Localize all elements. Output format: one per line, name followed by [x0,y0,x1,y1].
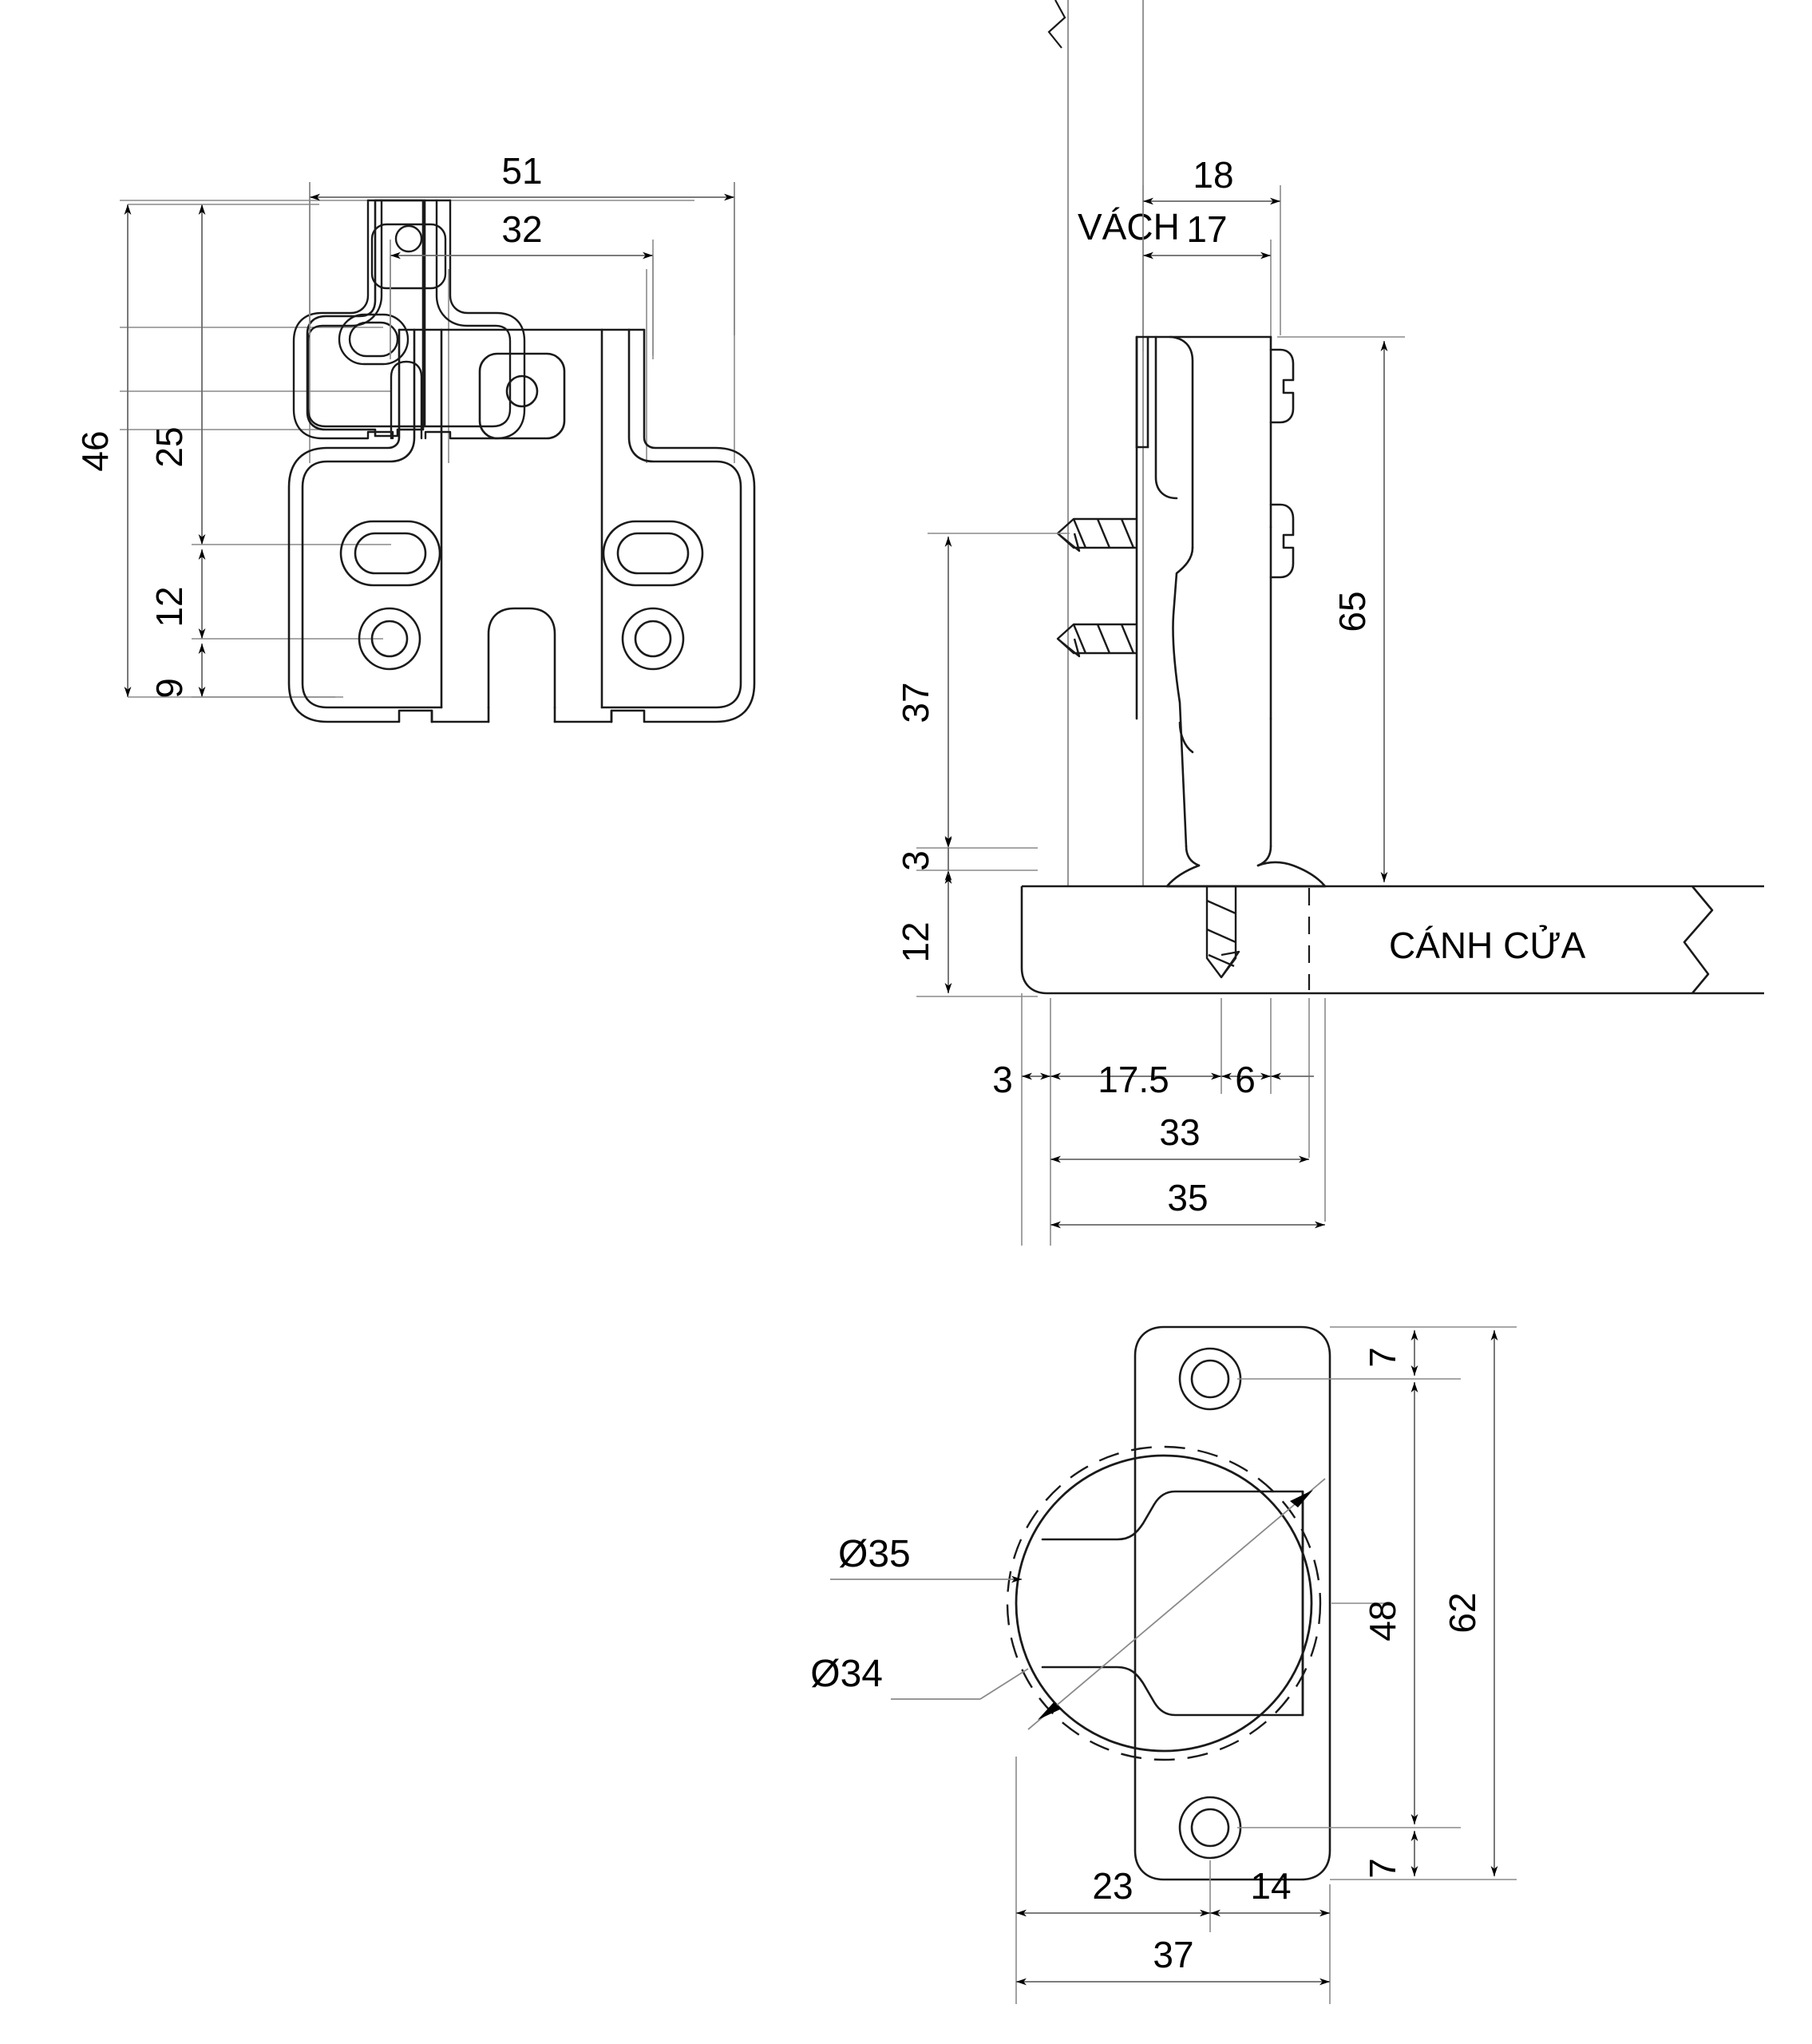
dim-48: 48 [1362,1382,1418,1824]
slot-left-outer [339,520,441,587]
hole-left-inner [370,620,409,658]
dim-37-bottom: 37 [1016,1934,1330,1986]
center-hole [505,374,539,408]
dim-37b-label: 37 [1153,1934,1193,1975]
dim-175-label: 17.5 [1098,1059,1169,1100]
dim-48-label: 48 [1362,1600,1403,1641]
dim-7-top: 7 [1362,1330,1418,1376]
dim-14: 14 [1210,1865,1330,1917]
cup-inner-profile [1041,1490,1304,1717]
dim-3-label: 3 [895,850,936,871]
dim-65: 65 [1277,336,1405,887]
view1-ext-lines [128,197,735,698]
door-screw [1205,886,1240,979]
dim-35-label: 35 [1167,1177,1208,1218]
door-label: CÁNH CỬA [1389,925,1586,966]
dim-37-label: 37 [895,682,936,723]
hole-left-outer [358,607,421,671]
dia-arrow-top [1290,1490,1313,1507]
dia-34-label: Ø34 [810,1653,883,1695]
slot-left-inner [354,532,427,575]
dim-37: 37 [895,533,1070,846]
dia-35: Ø35 [830,1533,1022,1583]
center-boss [478,352,566,440]
dim-51-label: 51 [501,150,542,192]
view3-ext-lines-right [1237,1326,1517,1880]
dim-17-5: 17.5 [1050,1059,1221,1100]
cup-circle-35 [1015,1454,1313,1753]
dia-arrow-bottom [1038,1702,1062,1720]
dim-3b-label: 3 [992,1059,1013,1100]
dim-7-bottom: 7 [1362,1831,1418,1879]
dim-6: 6 [1221,1059,1271,1100]
mounting-plate-geometry [287,328,756,723]
dim-3-bottom: 3 [992,1059,1050,1100]
dim-23: 23 [1016,1865,1210,1917]
dim-46: 46 [74,204,132,697]
dia-34: Ø34 [810,1653,1029,1700]
hole-right-outer [621,607,685,671]
dim-12-side-label: 12 [895,921,936,962]
dim-33: 33 [1050,1111,1309,1163]
dia-35-label: Ø35 [838,1533,911,1575]
dim-23-label: 23 [1092,1865,1133,1907]
mounting-plate-outline [306,199,425,438]
view1-accurate: 51 32 46 25 12 9 [74,150,756,723]
dim-32-label: 32 [501,208,542,250]
dim-25-label: 25 [148,426,190,467]
wall-outline [1067,0,1144,886]
slot-right-inner [616,532,690,575]
cup-bore-hidden [1308,888,1311,990]
cup-circle-34-hidden [1006,1445,1322,1761]
cup-diagonal-leader [1027,1478,1326,1730]
dim-14-label: 14 [1250,1865,1291,1907]
slot-right-outer [602,520,704,587]
wall-top-break [1047,0,1066,49]
plate-holes-render [338,313,409,366]
dim-12: 12 [895,873,1038,997]
fixing-hole-group [339,520,704,671]
hole-right-inner [634,620,672,658]
dim-3: 3 [895,838,1038,881]
dim-62: 62 [1442,1330,1498,1876]
dim-9-label: 9 [148,678,190,699]
dim-17-label: 17 [1186,208,1227,250]
view-hinge-cup-face: Ø35 Ø34 7 48 7 62 [810,1325,1517,2004]
dim-25: 25 [148,204,206,545]
dim-35: 35 [1050,1177,1325,1229]
dim-33-label: 33 [1159,1111,1200,1153]
cup-plate-outline [1133,1325,1331,1881]
dim-12-label: 12 [148,586,190,627]
dim-7-bottom-label: 7 [1362,1858,1403,1879]
dim-17: 17 [1142,208,1272,351]
hinge-arm-profile [1135,335,1327,888]
view2-ext-lines-bottom [1021,993,1326,1246]
hinge-arm-column [1135,335,1138,720]
dim-6-label: 6 [1235,1059,1256,1100]
view3-ext-lines-bottom [1015,1757,1331,2004]
wall-screw-lower [1056,623,1137,658]
door-panel [1020,885,1764,995]
dim-12: 12 [148,549,206,639]
view-hinge-side-section: VÁCH 18 17 [895,0,1764,1246]
dim-62-label: 62 [1442,1592,1483,1633]
dim-65-label: 65 [1331,591,1373,632]
dim-7-top-label: 7 [1362,1347,1403,1368]
dim-18-label: 18 [1193,154,1233,196]
wall-label: VÁCH [1078,206,1180,248]
dim-46-label: 46 [74,430,116,471]
dim-9: 9 [148,644,206,699]
